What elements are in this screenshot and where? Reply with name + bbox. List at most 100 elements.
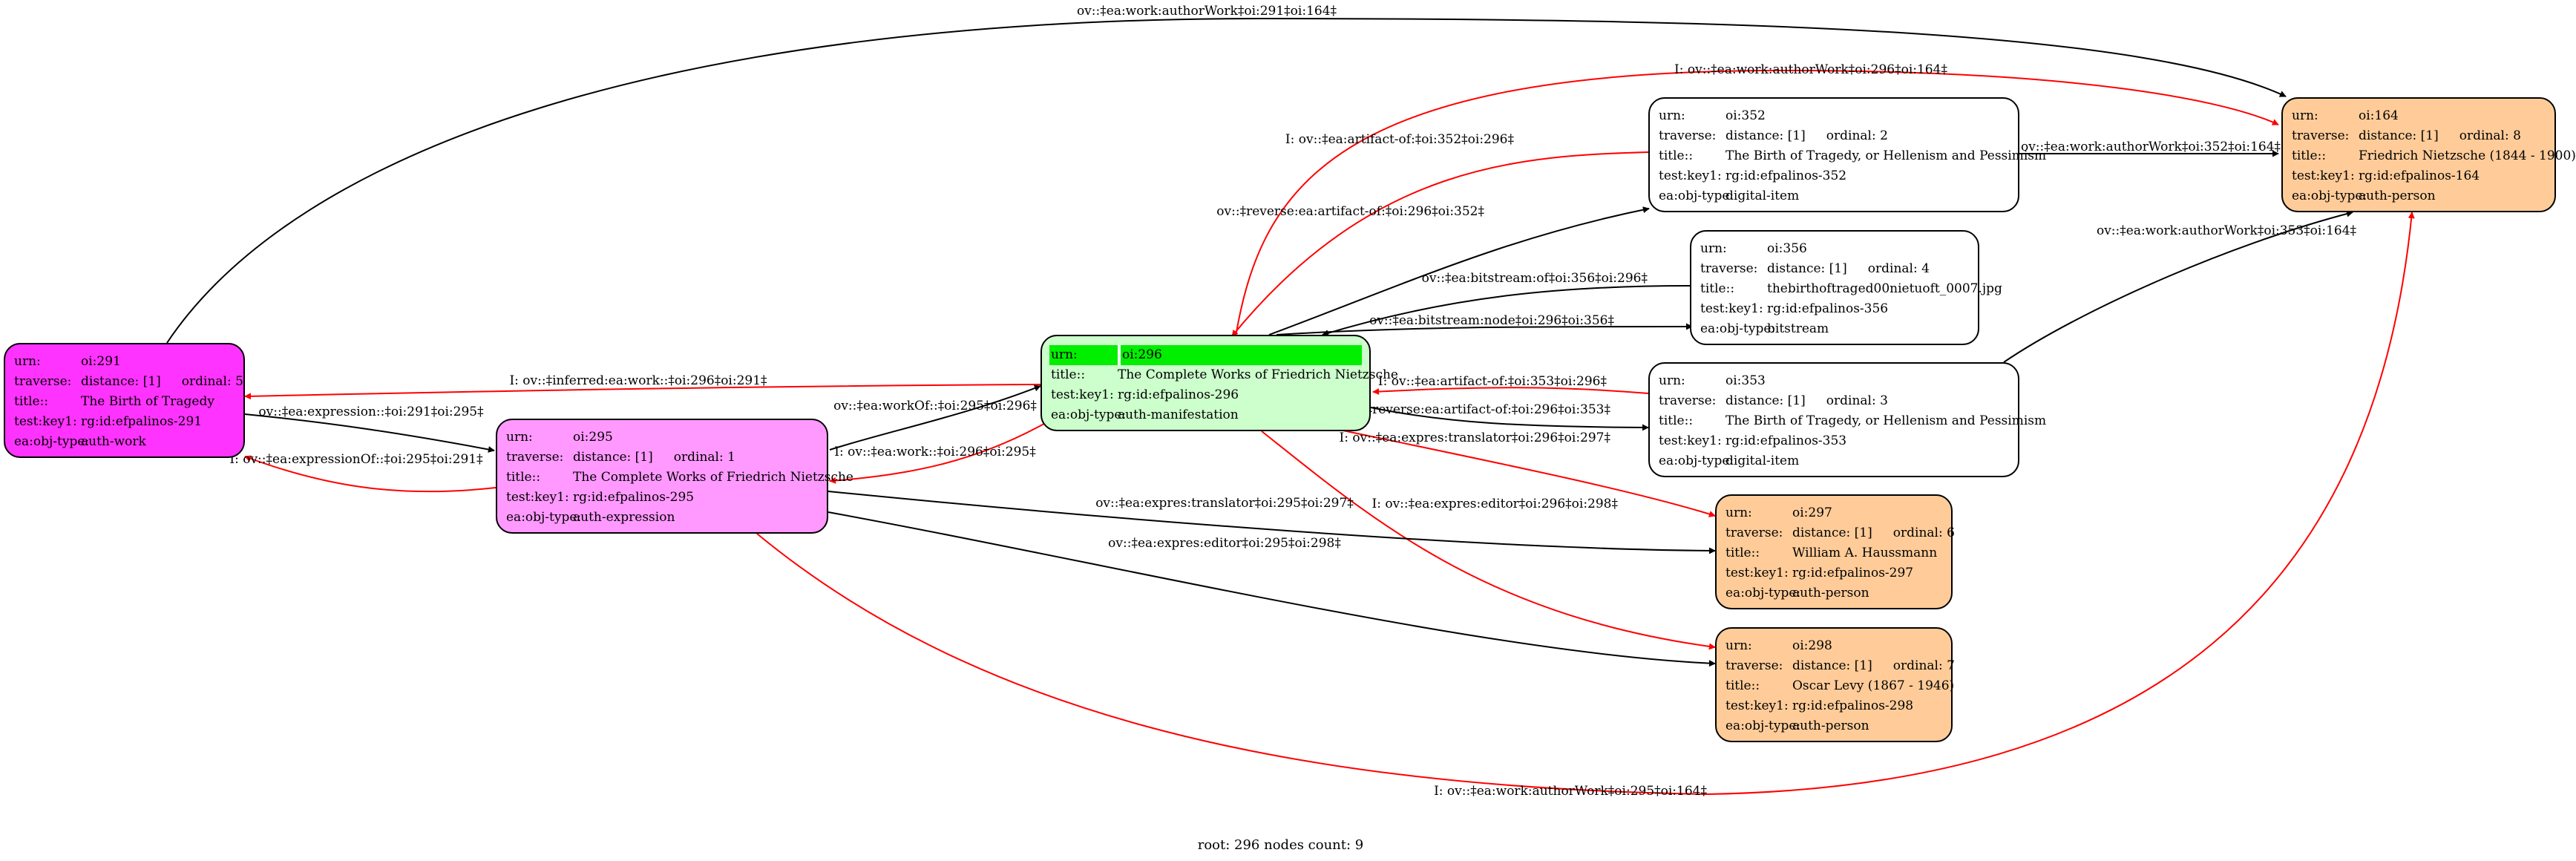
edge-label-17: ov::‡ea:expres:translator‡oi:295‡oi:297‡ [1095,496,1354,511]
field-value-text: distance: [1] [81,374,161,389]
field-key: ea:obj-type: [1659,454,1734,468]
field-value-text: William A. Haussmann [1792,546,1938,560]
edge-label-19: I: ov::‡ea:work:authorWork‡oi:295‡oi:164… [1434,784,1707,799]
field-key: traverse: [1659,393,1717,408]
field-value-text: rg:id:efpalinos-356 [1767,301,1889,316]
field-value: auth-expression [573,508,818,528]
field-value-text: distance: [1] [2359,128,2439,143]
field-key: urn: [1051,347,1078,362]
field-key: ea:obj-type: [506,510,582,525]
field-value-text: distance: [1] [1792,658,1872,673]
field-value-text: distance: [1] [1792,526,1872,540]
node-field-row: ea:obj-type:auth-person [1725,583,1942,603]
node-field-row: traverse:distance: [1]ordinal: 1 [506,448,818,468]
edge-label-13: I: ov::‡ea:artifact-of:‡oi:353‡oi:296‡ [1378,374,1607,389]
ordinal-value: ordinal: 6 [1892,526,1955,540]
field-key: urn: [1700,241,1727,256]
edge-line-12 [829,421,1049,484]
field-value-text: oi:352 [1725,108,1766,123]
edge-label-1: I: ov::‡ea:work:authorWork‡oi:296‡oi:164… [1674,62,1947,77]
edge-label-16: I: ov::‡ea:expres:editor‡oi:296‡oi:298‡ [1372,497,1619,511]
field-key: title:: [1659,413,1694,428]
field-value: The Complete Works of Friedrich Nietzsch… [573,468,853,488]
field-key: title:: [1051,367,1086,382]
field-key: test:key1: [1725,566,1789,580]
field-value-text: auth-work [81,434,146,449]
field-value-text: The Complete Works of Friedrich Nietzsch… [1118,367,1398,382]
node-field-row: ea:obj-type:digital-item [1659,186,2009,206]
node-field-row: traverse:distance: [1]ordinal: 8 [2292,126,2546,146]
field-value-text: auth-expression [573,510,675,525]
edge-line-0 [166,17,2287,344]
node-field-row: title::Oscar Levy (1867 - 1946) [1725,676,1954,696]
edge-line-5 [1268,206,1650,335]
ordinal-value: ordinal: 4 [1867,261,1930,276]
field-value-text: rg:id:efpalinos-298 [1792,698,1914,713]
field-value-text: oi:298 [1792,638,1832,653]
node-field-row: ea:obj-type:auth-expression [506,508,818,528]
field-value-text: auth-person [2359,189,2436,203]
field-value: oi:352 [1725,106,2009,126]
field-value-text: distance: [1] [1725,128,1806,143]
edge-label-10: I: ov::‡ea:expressionOf::‡oi:295‡oi:291‡ [229,452,483,467]
field-value: rg:id:efpalinos-353 [1725,431,2009,451]
node-field-row: test:key1:rg:id:efpalinos-298 [1725,696,1942,716]
field-value: distance: [1] ordinal: 2 [1725,126,2009,146]
field-value-text: bitstream [1767,321,1829,336]
field-key: urn: [1725,505,1752,520]
field-key: test:key1: [2292,168,2355,183]
field-value-text: rg:id:efpalinos-295 [573,490,695,505]
field-value: oi:353 [1725,371,2009,391]
edge-label-3: ov::‡ea:work:authorWork‡oi:353‡oi:164‡ [2097,223,2357,238]
field-key: ea:obj-type: [1725,718,1801,733]
node-field-row: test:key1:rg:id:efpalinos-353 [1659,431,2009,451]
node-field-row: title::The Birth of Tragedy, or Hellenis… [1659,146,2046,166]
field-key: traverse: [1725,658,1783,673]
ordinal-value: ordinal: 2 [1826,128,1888,143]
field-key: ea:obj-type: [14,434,90,449]
node-field-row: test:key1:rg:id:efpalinos-291 [14,412,235,432]
field-key: test:key1: [1725,698,1789,713]
edge-label-18: ov::‡ea:expres:editor‡oi:295‡oi:298‡ [1108,536,1341,551]
field-value-text: The Birth of Tragedy, or Hellenism and P… [1725,148,2047,163]
field-key: title:: [1700,281,1735,296]
field-value: distance: [1]ordinal: 7 [1792,656,1955,676]
edge-label-6: ov::‡ea:bitstream:of‡oi:356‡oi:296‡ [1422,271,1648,286]
field-value: distance: [1]ordinal: 3 [1725,391,2009,411]
field-key: traverse: [14,374,72,389]
field-key: test:key1: [506,490,569,505]
node-field-row: ea:obj-type:auth-work [14,432,235,452]
edge-label-14: ov::‡reverse:ea:artifact-of:‡oi:296‡oi:3… [1343,402,1610,417]
field-value-text: The Birth of Tragedy, or Hellenism and P… [1725,413,2047,428]
field-value-text: rg:id:efpalinos-296 [1118,387,1239,402]
node-field-row: test:key1: rg:id:efpalinos-295 [506,488,818,508]
node-field-row: ea:obj-type:auth-manifestation [1051,405,1360,425]
field-value: auth-person [2359,186,2546,206]
field-key: traverse: [2292,128,2350,143]
field-value-text: rg:id:efpalinos-297 [1792,566,1914,580]
node-field-row: title::William A. Haussmann [1725,543,1942,563]
node-field-row: traverse:distance: [1]ordinal: 6 [1725,523,1955,543]
field-value-text: oi:297 [1792,505,1832,520]
field-key: title:: [506,470,541,485]
edge-label-0: ov::‡ea:work:authorWork‡oi:291‡oi:164‡ [1077,4,1337,19]
field-value-text: oi:353 [1725,373,1766,388]
node-field-row: test:key1:rg:id:efpalinos-356 [1700,299,1969,319]
field-key: test:key1: [14,414,77,429]
node-field-row: ea:obj-type:digital-item [1659,451,2009,471]
field-value: digital-item [1725,186,2009,206]
field-value: auth-person [1792,716,1942,736]
field-value: rg:id:efpalinos-295 [573,488,818,508]
field-value: auth-manifestation [1118,405,1360,425]
graph-footer: root: 296 nodes count: 9 [1197,837,1364,853]
